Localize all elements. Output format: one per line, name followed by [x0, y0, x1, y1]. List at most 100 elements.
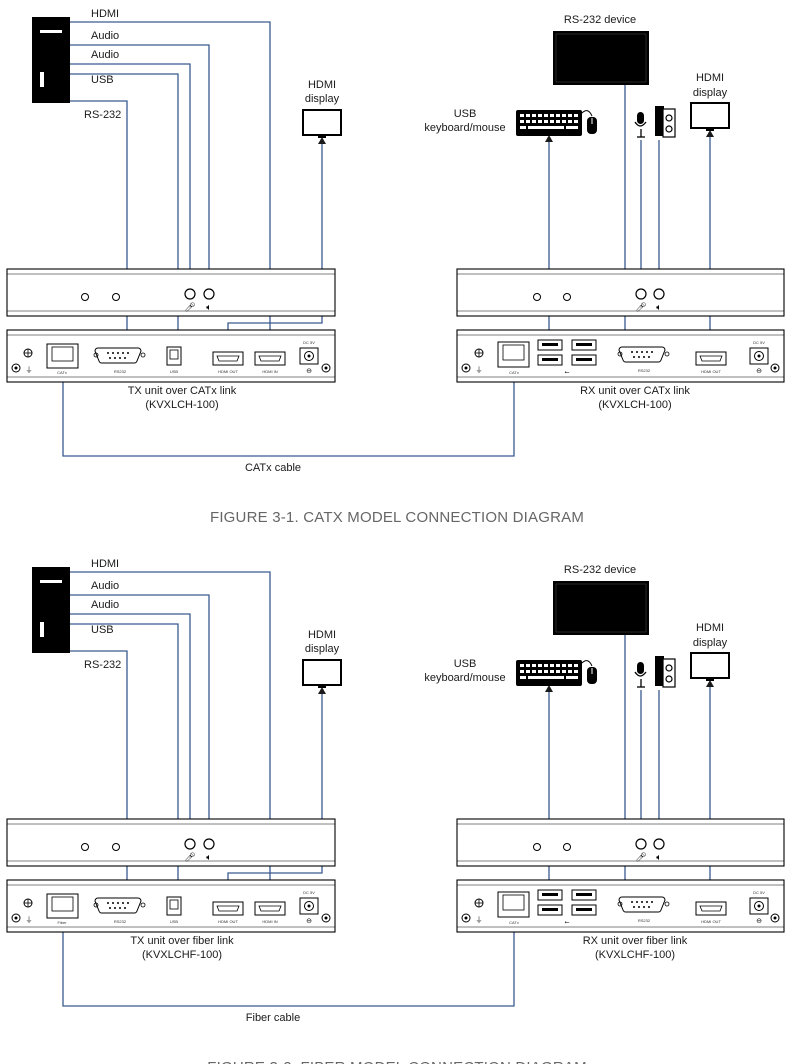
- svg-text:⊖: ⊖: [756, 368, 762, 375]
- rx-link-port-label: CATx: [509, 370, 519, 375]
- tx-caption: (KVXLCH-100): [145, 399, 218, 411]
- svg-text:⭠: ⭠: [565, 370, 570, 376]
- mouse-icon: [581, 660, 597, 684]
- tx-hdmi-out-port-label: HDMI OUT: [218, 919, 238, 924]
- svg-text:🎤︎: 🎤︎: [635, 302, 646, 312]
- rx-display-label: display: [693, 637, 728, 649]
- hdmi-display-icon: [690, 102, 730, 131]
- rx-caption: RX unit over fiber link: [583, 935, 688, 947]
- tx-usb-port-label: USB: [170, 919, 179, 924]
- rx-dc-label: DC 5V: [753, 340, 765, 345]
- pc-audio-label: Audio: [91, 580, 119, 592]
- rx-display-label: HDMI: [696, 622, 724, 634]
- pc-tower-icon: [32, 567, 70, 653]
- tx-unit: 🎤︎ 🔈︎ ⏚ Fiber: [6, 818, 336, 933]
- rx-display-label: HDMI: [696, 72, 724, 84]
- pc-usb-label: USB: [91, 624, 114, 636]
- microphone-icon: [634, 112, 647, 138]
- microphone-icon: [634, 662, 647, 688]
- keyboard-icon: [516, 110, 582, 136]
- tx-caption: TX unit over fiber link: [130, 935, 234, 947]
- arrowheads: [318, 680, 714, 694]
- pc-rs232-label: RS-232: [84, 659, 121, 671]
- pc-usb-label: USB: [91, 74, 114, 86]
- tx-dc-label: DC 5V: [303, 890, 315, 895]
- cable-lines: [62, 571, 711, 1007]
- mouse-icon: [581, 110, 597, 134]
- cable-label: CATx cable: [245, 462, 301, 474]
- keyboard-icon: [516, 660, 582, 686]
- svg-text:⊖: ⊖: [306, 368, 312, 375]
- tx-unit: 🎤︎ 🔈︎ ⏚ CATx: [6, 268, 336, 383]
- tx-usb-port-label: USB: [170, 369, 179, 374]
- tx-display-label: HDMI: [308, 629, 336, 641]
- rx-unit: 🎤︎ 🔈︎ ⏚ CATx: [456, 268, 785, 383]
- svg-text:🔈︎: 🔈︎: [656, 302, 661, 312]
- rx-dc-label: DC 5V: [753, 890, 765, 895]
- tx-link-port-label: Fiber: [57, 920, 67, 925]
- figure-title: FIGURE 3-2. FIBER MODEL CONNECTION DIAGR…: [207, 1059, 587, 1064]
- pc-hdmi-label: HDMI: [91, 558, 119, 570]
- pc-audio-label: Audio: [91, 49, 119, 61]
- svg-text:🔈︎: 🔈︎: [206, 852, 211, 862]
- svg-text:⏚: ⏚: [476, 916, 483, 924]
- rs232-device-icon: [553, 31, 649, 85]
- tx-display-label: display: [305, 93, 340, 105]
- svg-text:🔈︎: 🔈︎: [656, 852, 661, 862]
- rs232-device-label: RS-232 device: [564, 564, 636, 576]
- pc-rs232-label: RS-232: [84, 109, 121, 121]
- rx-caption: (KVXLCHF-100): [595, 949, 675, 961]
- figure-title: FIGURE 3-1. CATX MODEL CONNECTION DIAGRA…: [210, 509, 584, 526]
- cable-label: Fiber cable: [246, 1012, 300, 1024]
- svg-text:⊖: ⊖: [306, 918, 312, 925]
- tx-rs232-port-label: RS232: [114, 919, 127, 924]
- svg-text:⏚: ⏚: [476, 366, 483, 374]
- figure-3-1: HDMI Audio Audio USB RS-232 HDMI display…: [6, 8, 785, 526]
- speaker-icon: [655, 656, 676, 688]
- rx-display-label: display: [693, 87, 728, 99]
- rx-link-port-label: CATx: [509, 920, 519, 925]
- pc-hdmi-label: HDMI: [91, 8, 119, 20]
- rx-rs232-port-label: RS232: [638, 918, 651, 923]
- tx-display-label: HDMI: [308, 79, 336, 91]
- rs232-device-icon: [553, 581, 649, 635]
- svg-text:⊖: ⊖: [756, 918, 762, 925]
- rs232-device-label: RS-232 device: [564, 14, 636, 26]
- pc-audio-label: Audio: [91, 599, 119, 611]
- rx-hdmi-out-port-label: HDMI OUT: [701, 919, 721, 924]
- rx-caption: (KVXLCH-100): [598, 399, 671, 411]
- tx-dc-label: DC 5V: [303, 340, 315, 345]
- rx-rs232-port-label: RS232: [638, 368, 651, 373]
- hdmi-display-icon: [302, 109, 342, 138]
- hdmi-display-icon: [690, 652, 730, 681]
- svg-text:🎤︎: 🎤︎: [184, 852, 195, 862]
- svg-text:⏚: ⏚: [26, 916, 33, 924]
- tx-caption: TX unit over CATx link: [128, 385, 237, 397]
- speaker-icon: [655, 106, 676, 138]
- tx-hdmi-in-port-label: HDMI IN: [262, 369, 277, 374]
- pc-audio-label: Audio: [91, 30, 119, 42]
- tx-display-label: display: [305, 643, 340, 655]
- rx-hdmi-out-port-label: HDMI OUT: [701, 369, 721, 374]
- usb-kbm-label: USB: [454, 108, 477, 120]
- pc-tower-icon: [32, 17, 70, 103]
- usb-kbm-label: keyboard/mouse: [424, 122, 505, 134]
- arrowheads: [318, 130, 714, 144]
- svg-text:🎤︎: 🎤︎: [184, 302, 195, 312]
- tx-hdmi-out-port-label: HDMI OUT: [218, 369, 238, 374]
- svg-text:⏚: ⏚: [26, 366, 33, 374]
- tx-caption: (KVXLCHF-100): [142, 949, 222, 961]
- svg-text:🎤︎: 🎤︎: [635, 852, 646, 862]
- tx-link-port-label: CATx: [57, 370, 67, 375]
- tx-hdmi-in-port-label: HDMI IN: [262, 919, 277, 924]
- tx-rs232-port-label: RS232: [114, 369, 127, 374]
- rx-caption: RX unit over CATx link: [580, 385, 690, 397]
- usb-kbm-label: USB: [454, 658, 477, 670]
- svg-text:🔈︎: 🔈︎: [206, 302, 211, 312]
- figure-3-2: HDMI Audio Audio USB RS-232 HDMI display…: [6, 558, 785, 1064]
- svg-text:⭠: ⭠: [565, 920, 570, 926]
- usb-kbm-label: keyboard/mouse: [424, 672, 505, 684]
- hdmi-display-icon: [302, 659, 342, 688]
- rx-unit: 🎤︎ 🔈︎ ⏚ CATx: [456, 818, 785, 933]
